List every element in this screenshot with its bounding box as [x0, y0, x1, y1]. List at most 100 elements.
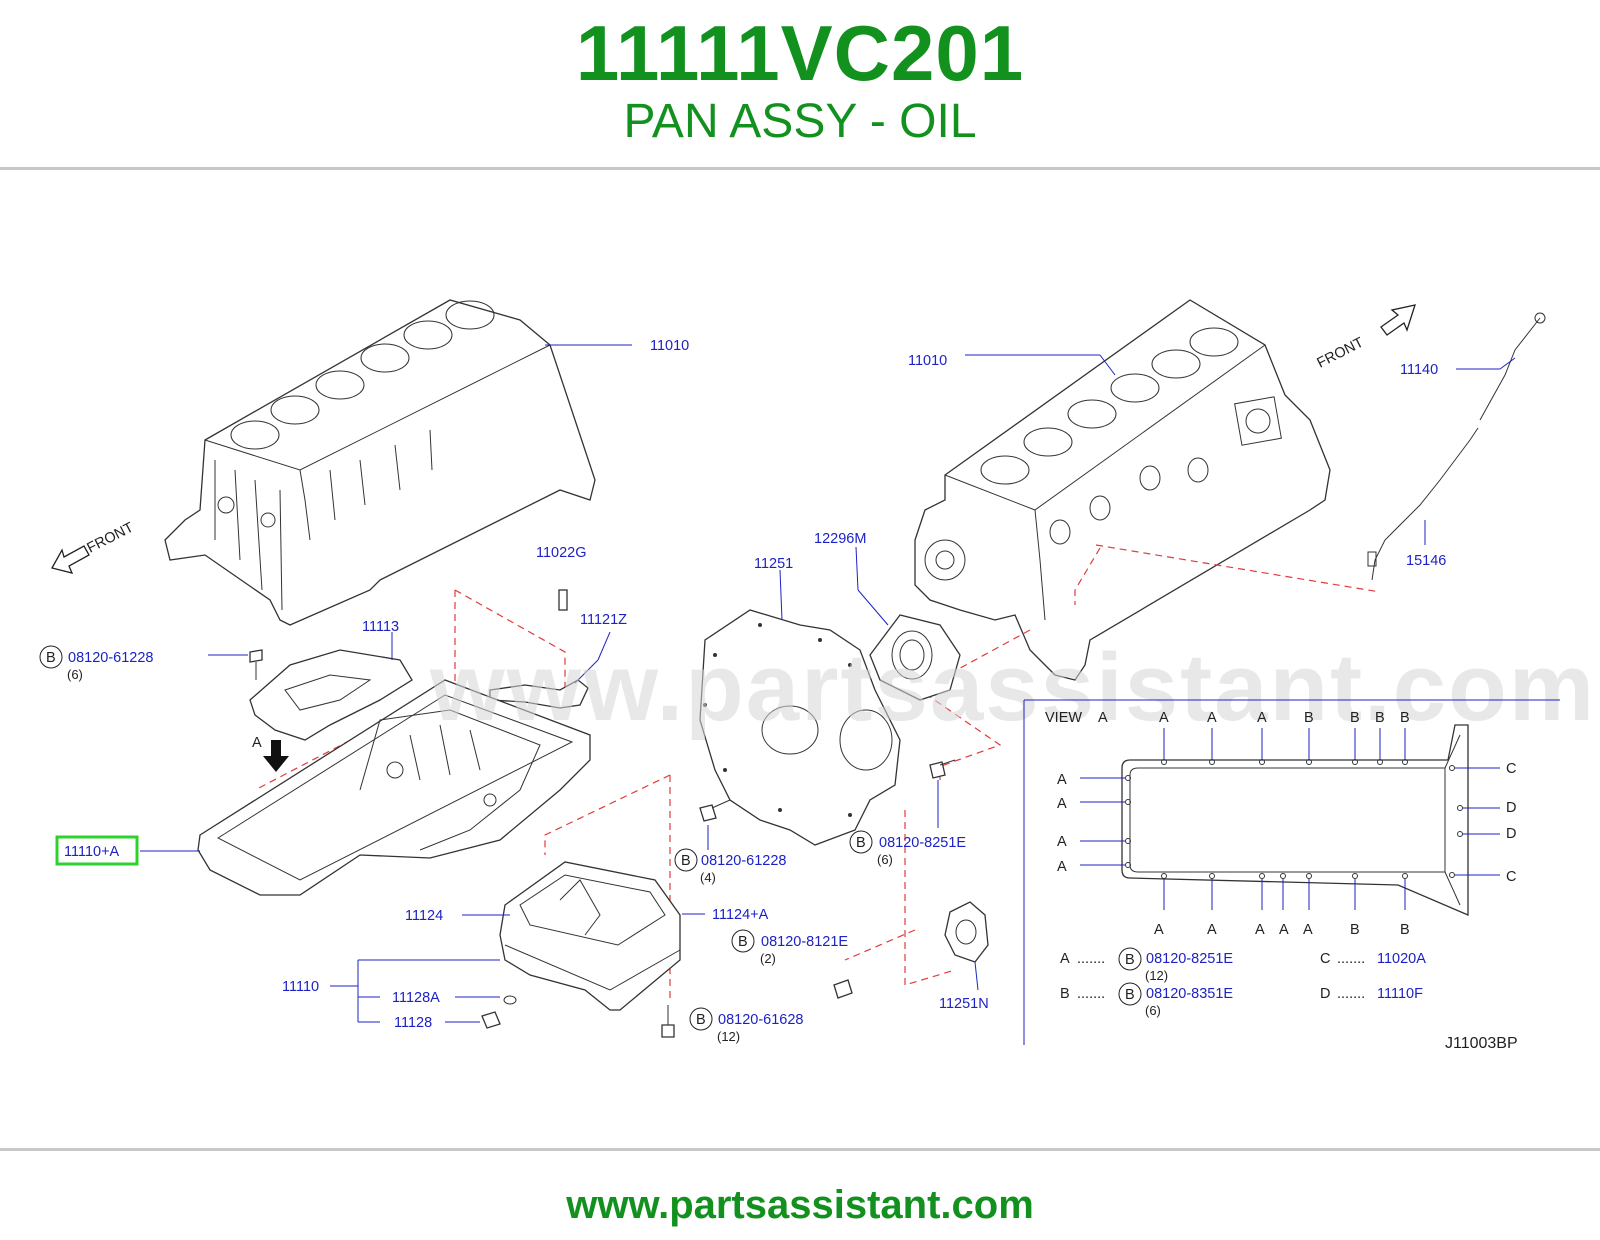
bolt-ref-marker [849, 830, 873, 854]
bolt-ref-letter: B [681, 853, 691, 869]
callout-bolt-61228-6[interactable]: 08120-61228 [68, 650, 153, 666]
hole-letters-right: C D D C [1506, 761, 1516, 885]
diagram-label: C [1320, 951, 1330, 967]
diagram-mark [1161, 759, 1167, 765]
bolt-8251E [929, 759, 956, 779]
left-engine-block [164, 299, 596, 626]
diagram-label: A [1060, 951, 1070, 967]
hole-letters-bottom: A A A A A B B [1154, 922, 1410, 938]
callout-11110-plus-a[interactable]: 11110+A [64, 844, 120, 860]
callout-11010-left[interactable]: 11010 [650, 338, 689, 354]
callout-11251N[interactable]: 11251N [939, 996, 989, 1012]
diagram-mark [974, 961, 979, 991]
diagram-label: C [1506, 869, 1516, 885]
header-divider [0, 167, 1600, 170]
diagram-mark [1352, 873, 1358, 879]
diagram-mark [260, 512, 276, 528]
diagram-label: (12) [1145, 968, 1168, 983]
diagram-mark [713, 653, 717, 657]
hole-leader-lines [1080, 728, 1500, 910]
diagram-mark [1161, 873, 1167, 879]
page-header: 11111VC201 PAN ASSY - OIL [0, 0, 1600, 168]
bolt-ref-marker [689, 1007, 713, 1031]
diagram-mark [574, 659, 599, 684]
right-engine-block [914, 299, 1331, 681]
hole-letters-top: A A A B B B B [1159, 710, 1410, 726]
upper-oil-pan [197, 679, 591, 896]
callout-11121Z[interactable]: 11121Z [580, 612, 627, 628]
bolt-ref-letter: B [696, 1012, 706, 1028]
view-title-letter: A [1098, 710, 1108, 726]
diagram-mark [779, 569, 783, 621]
diagram-mark [1499, 357, 1516, 370]
diagram-label: B [1375, 710, 1385, 726]
diagram-mark [217, 496, 235, 514]
drain-washer [503, 995, 517, 1005]
callout-11251[interactable]: 11251 [754, 556, 793, 572]
diagram-mark [1125, 775, 1131, 781]
legend-part-11110F[interactable]: 11110F [1377, 986, 1423, 1002]
diagram-mark [1402, 759, 1408, 765]
diagram-label: A [1303, 922, 1313, 938]
diagram-label: ....... [1337, 951, 1365, 967]
diagram-label: A [1057, 796, 1067, 812]
bolt-ref-marker [731, 929, 755, 953]
diagram-mark [1099, 354, 1116, 376]
diagram-mark [703, 703, 707, 707]
part-number-title: 11111VC201 [575, 9, 1025, 97]
callout-12296M[interactable]: 12296M [814, 531, 866, 547]
bolt-qty: (6) [877, 852, 893, 867]
bolt-ref-letter: B [738, 934, 748, 950]
diagram-mark [855, 546, 859, 591]
callout-11140[interactable]: 11140 [1400, 362, 1438, 378]
callout-bolt-61228-4[interactable]: 08120-61228 [701, 853, 786, 869]
callout-bolt-8251E[interactable]: 08120-8251E [879, 835, 966, 851]
footer-url-link[interactable]: www.partsassistant.com [566, 1183, 1034, 1227]
legend-part-11020A[interactable]: 11020A [1377, 951, 1426, 967]
diagram-mark [1118, 947, 1142, 971]
legend-part-8351E[interactable]: 08120-8351E [1146, 986, 1233, 1002]
callout-11128[interactable]: 11128 [394, 1015, 432, 1031]
callout-bolt-61628[interactable]: 08120-61628 [718, 1012, 803, 1028]
diagram-label: (6) [1145, 1003, 1161, 1018]
diagram-mark [1449, 765, 1455, 771]
diagram-mark [1259, 873, 1265, 879]
view-legend: A ....... B 08120-8251E (12) B ....... B… [1060, 947, 1426, 1018]
callout-11110[interactable]: 11110 [282, 979, 319, 995]
callout-bolt-8121E[interactable]: 08120-8121E [761, 934, 848, 950]
diagram-label: A [1057, 772, 1067, 788]
diagram-label: A [1207, 922, 1217, 938]
diagram-label: A [1057, 859, 1067, 875]
diagram-mark [1280, 873, 1286, 879]
diagram-label: A [1159, 710, 1169, 726]
callout-11022G[interactable]: 11022G [536, 545, 587, 561]
callout-11128A[interactable]: 11128A [392, 990, 440, 1006]
diagram-mark [597, 631, 611, 661]
baffle-plate [249, 649, 413, 741]
dipstick [1367, 312, 1546, 581]
diagram-label: B [1350, 922, 1360, 938]
diagram-mark [1377, 759, 1383, 765]
callout-11113[interactable]: 11113 [362, 619, 399, 635]
part-description: PAN ASSY - OIL [623, 95, 977, 148]
diagram-label: ....... [1337, 986, 1365, 1002]
diagram-mark [1352, 759, 1358, 765]
diagram-mark [1534, 312, 1546, 324]
diagram-label: B [1060, 986, 1070, 1002]
callout-11010-right[interactable]: 11010 [908, 353, 947, 369]
diagram-mark [1118, 982, 1142, 1006]
legend-part-8251E[interactable]: 08120-8251E [1146, 951, 1233, 967]
diagram-label: D [1320, 986, 1330, 1002]
callout-15146[interactable]: 15146 [1406, 553, 1446, 569]
diagram-label: B [1350, 710, 1360, 726]
bolt-ref-letter: B [856, 835, 866, 851]
highlight-box [55, 835, 139, 866]
hole-letters-left: A A A A [1057, 772, 1067, 875]
rear-cover [833, 901, 989, 999]
footer-divider [0, 1148, 1600, 1151]
diagram-mark [939, 759, 956, 766]
diagram-label: A [1279, 922, 1289, 938]
callout-11124-plus-a[interactable]: 11124+A [712, 907, 769, 923]
callout-11124[interactable]: 11124 [405, 908, 443, 924]
